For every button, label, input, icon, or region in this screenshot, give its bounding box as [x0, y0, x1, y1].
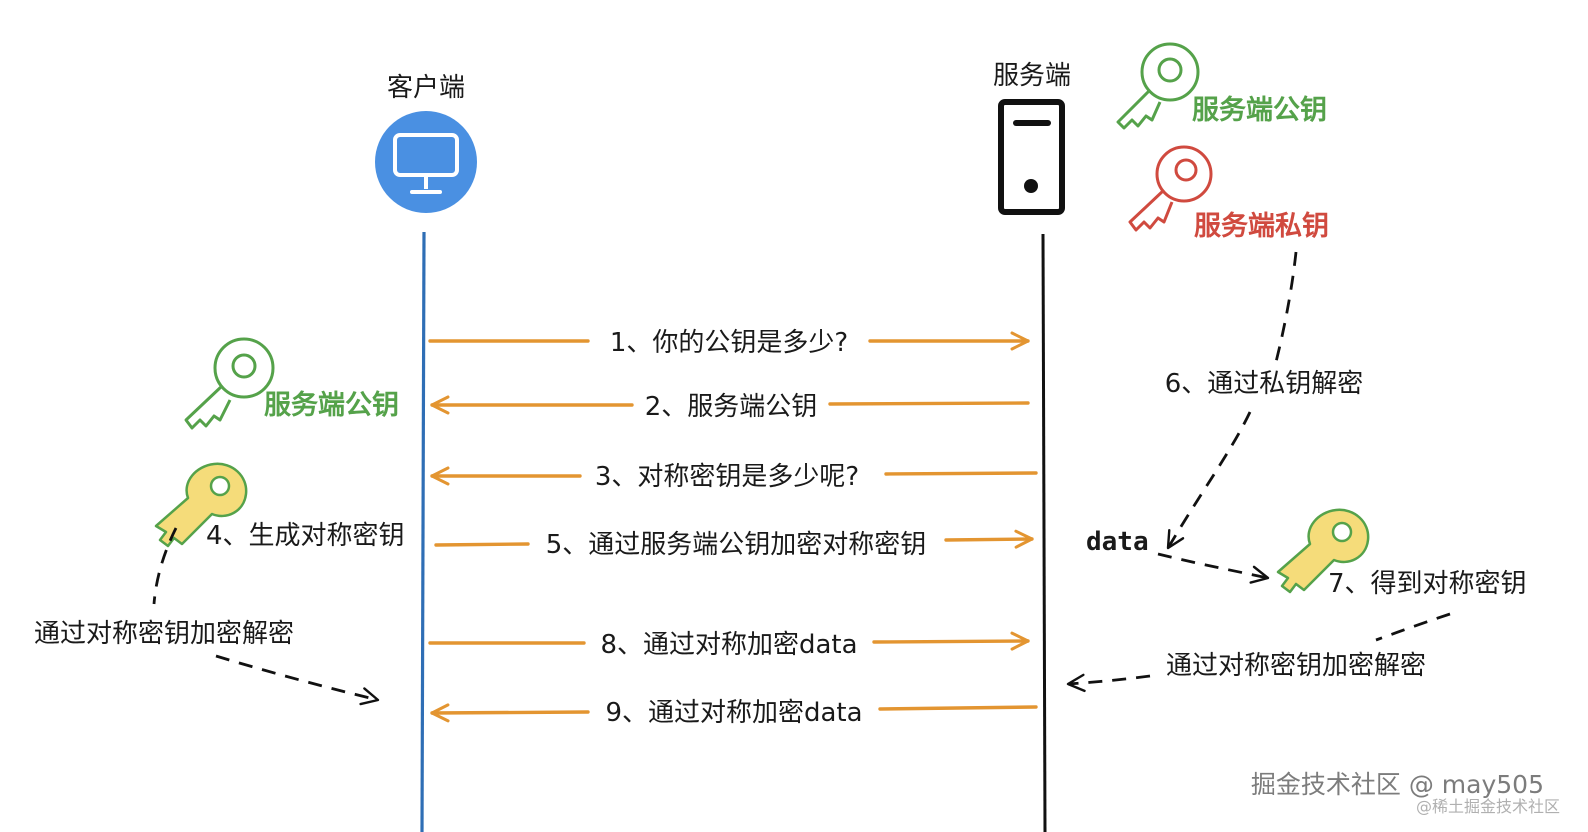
message-3: 3、对称密钥是多少呢? — [430, 462, 1038, 492]
client-symmetric-flow: 通过对称密钥加密解密 — [34, 527, 380, 706]
client-symmetric-key: 4、生成对称密钥 — [154, 462, 405, 551]
key-icon — [1116, 42, 1200, 130]
message-1: 1、你的公钥是多少? — [428, 328, 1030, 358]
message-label: 5、通过服务端公钥加密对称密钥 — [546, 530, 927, 560]
server-label: 服务端 — [993, 61, 1071, 91]
message-label: 9、通过对称加密data — [605, 698, 862, 728]
client-encrypt-decrypt-note: 通过对称密钥加密解密 — [34, 619, 294, 649]
server-encrypt-decrypt-note: 通过对称密钥加密解密 — [1166, 651, 1426, 681]
server-private-key-label: 服务端私钥 — [1194, 211, 1329, 242]
get-symmetric-key-note: 7、得到对称密钥 — [1328, 569, 1527, 599]
server-symmetric-flow: 通过对称密钥加密解密 — [1066, 612, 1451, 693]
data-label: data — [1086, 527, 1149, 557]
watermark: 掘金技术社区 @ may505 @稀土掘金技术社区 — [1251, 770, 1560, 816]
server-private-key: 服务端私钥 — [1128, 145, 1329, 242]
data-node: data — [1086, 527, 1270, 584]
message-2: 2、服务端公钥 — [430, 392, 1030, 422]
message-label: 1、你的公钥是多少? — [610, 328, 848, 358]
server-symmetric-key: 7、得到对称密钥 — [1276, 508, 1527, 599]
client-received-public-key-label: 服务端公钥 — [264, 390, 399, 421]
watermark-main: 掘金技术社区 @ may505 — [1251, 770, 1544, 799]
key-icon — [184, 337, 275, 430]
server-public-key-label: 服务端公钥 — [1192, 95, 1327, 126]
private-decrypt-flow: 6、通过私钥解密 — [1165, 251, 1364, 550]
server-public-key: 服务端公钥 — [1116, 42, 1327, 130]
watermark-sub: @稀土掘金技术社区 — [1416, 797, 1560, 816]
generate-key-note: 4、生成对称密钥 — [206, 521, 405, 551]
message-label: 8、通过对称加密data — [600, 630, 857, 660]
key-icon — [1128, 145, 1213, 232]
message-label: 2、服务端公钥 — [645, 392, 818, 422]
message-8: 8、通过对称加密data — [428, 630, 1030, 660]
client-actor: 客户端 — [375, 73, 477, 832]
server-actor: 服务端 — [993, 61, 1071, 832]
message-label: 3、对称密钥是多少呢? — [595, 462, 859, 492]
message-9: 9、通过对称加密data — [430, 698, 1038, 728]
key-icon — [1276, 508, 1370, 594]
server-icon — [998, 99, 1065, 215]
key-icon — [154, 462, 248, 548]
client-lifeline — [420, 231, 426, 832]
client-label: 客户端 — [387, 73, 465, 103]
server-lifeline — [1041, 233, 1047, 832]
client-received-public-key: 服务端公钥 — [184, 337, 399, 430]
decrypt-private-note: 6、通过私钥解密 — [1165, 369, 1364, 399]
message-5: 5、通过服务端公钥加密对称密钥 — [434, 529, 1034, 560]
monitor-icon — [375, 111, 477, 213]
